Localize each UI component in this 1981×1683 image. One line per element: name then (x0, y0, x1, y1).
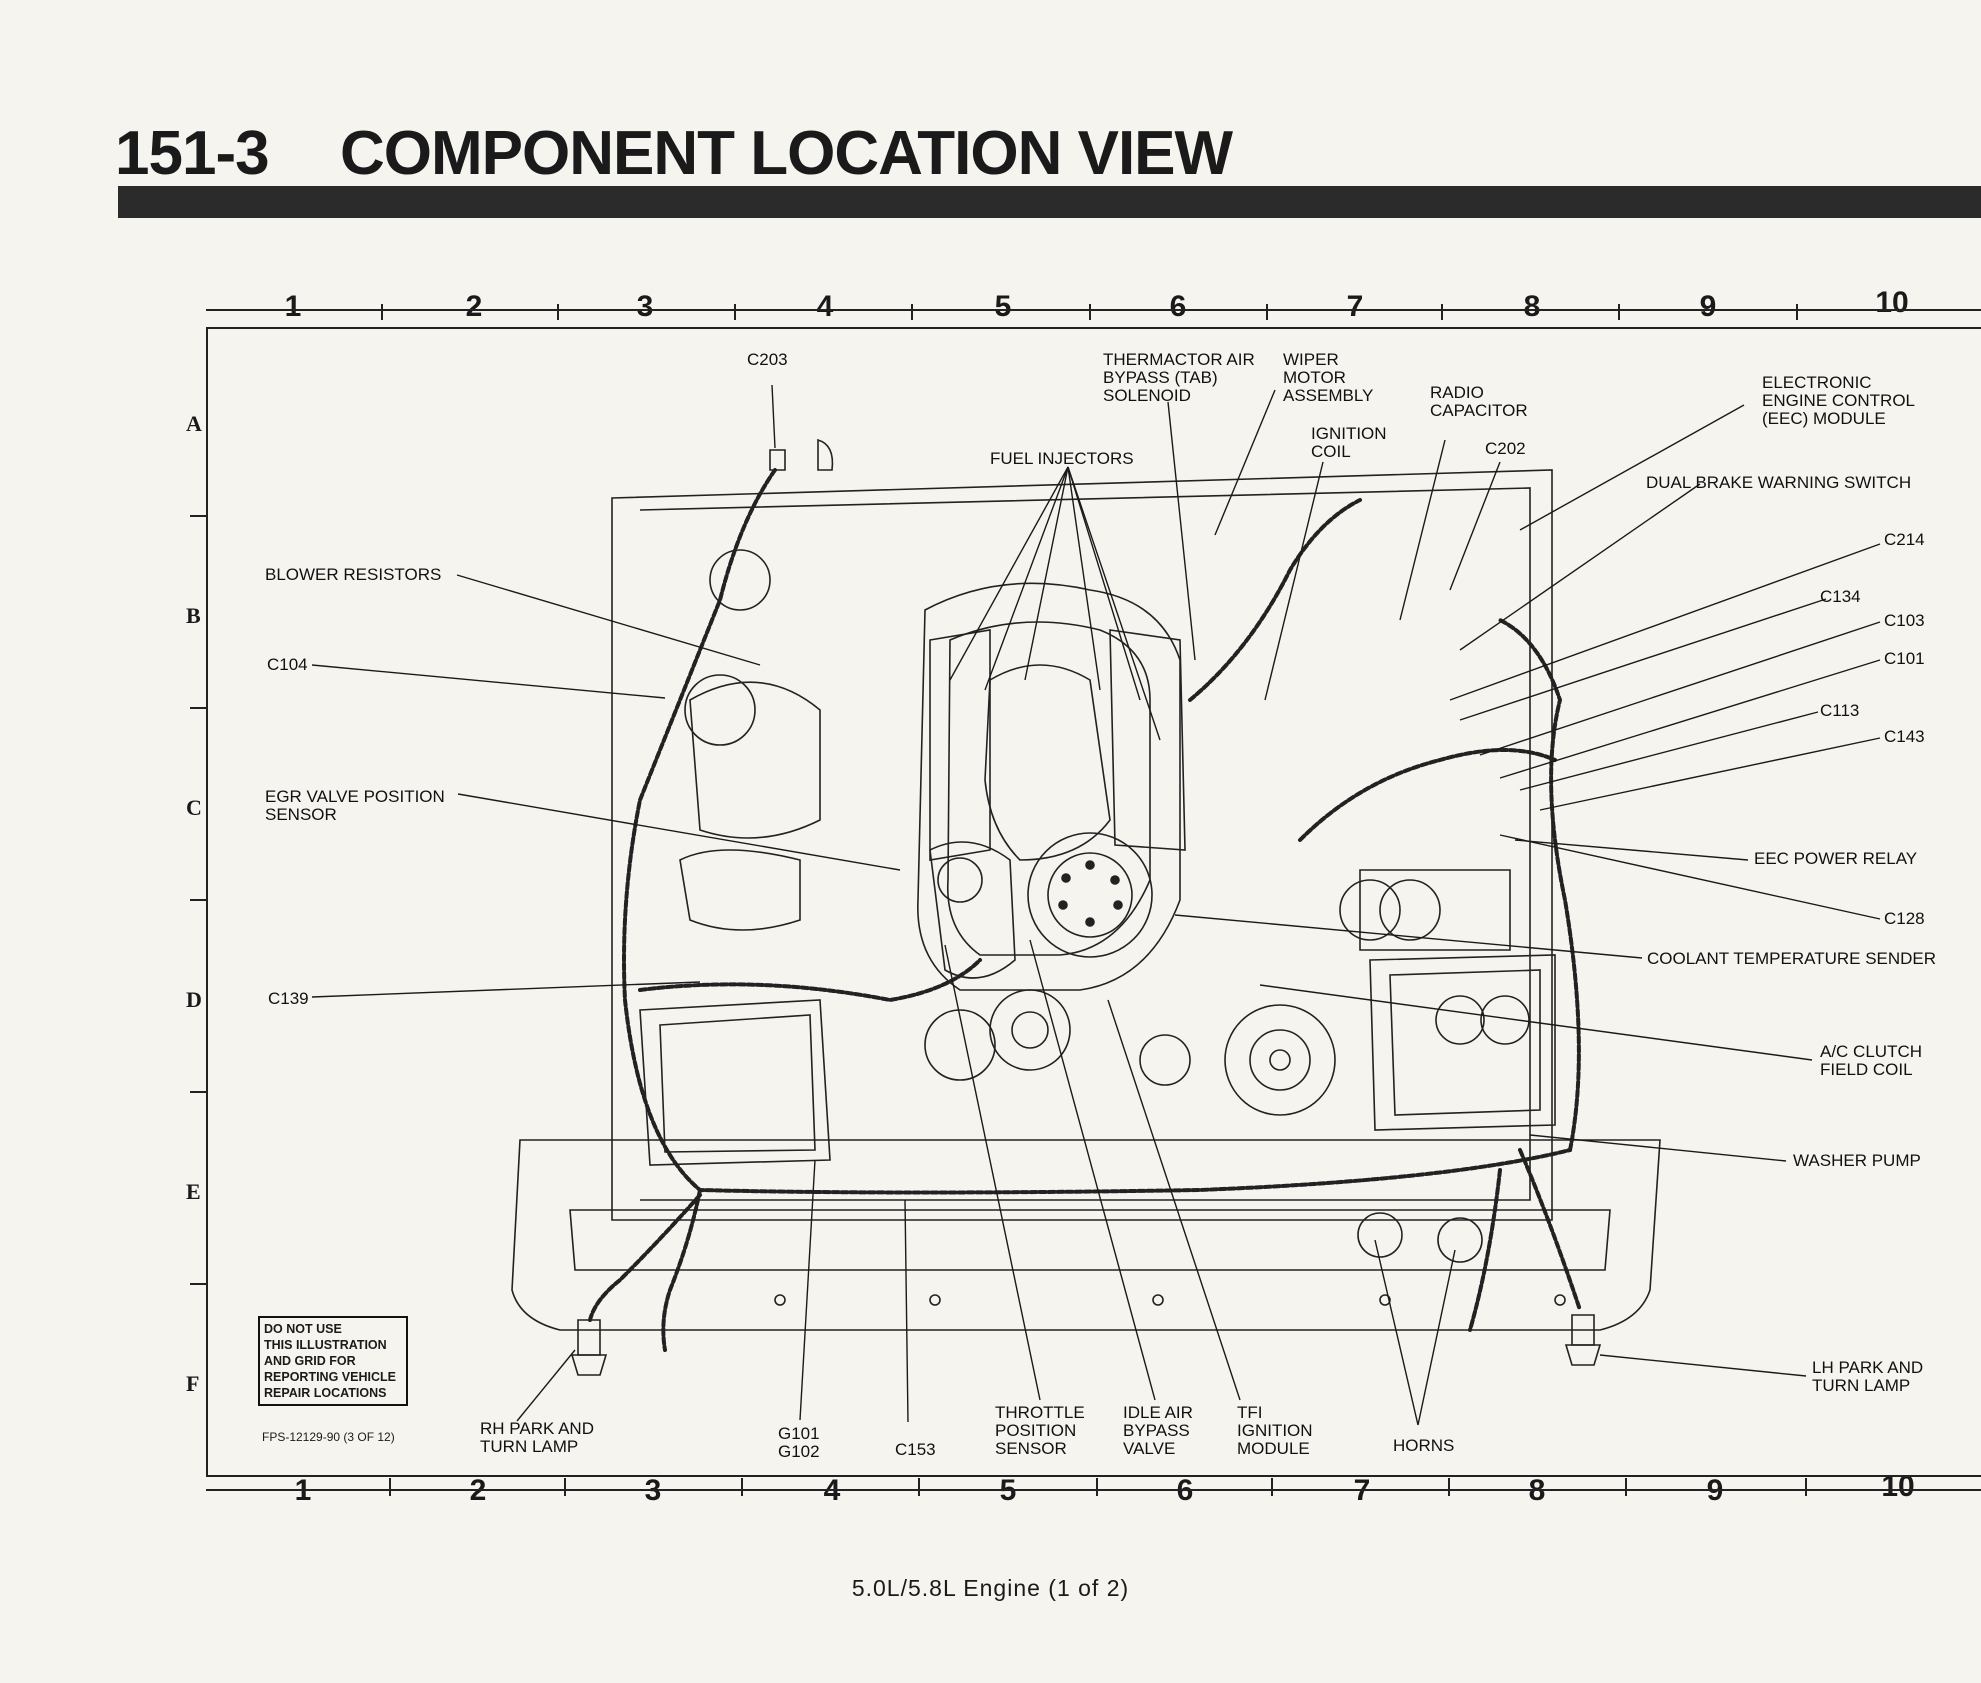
label-thermactor-bypass-solenoid: THERMACTOR AIR BYPASS (TAB) SOLENOID (1103, 350, 1255, 405)
label-ac-clutch-field-coil: A/C CLUTCH FIELD COIL (1820, 1042, 1923, 1079)
label-c128: C128 (1884, 909, 1925, 928)
label-c214: C214 (1884, 530, 1925, 549)
label-c153: C153 (895, 1440, 936, 1459)
grid-column-top-7: 7 (1346, 290, 1364, 323)
grid-column-top-2: 2 (465, 290, 483, 323)
diagram-frame (206, 327, 1981, 1477)
label-c203: C203 (747, 350, 788, 369)
label-idle-air-bypass-valve: IDLE AIR BYPASS VALVE (1123, 1403, 1193, 1458)
grid-column-top-5: 5 (994, 290, 1012, 323)
label-fuel-injectors: FUEL INJECTORS (990, 449, 1134, 468)
label-c103: C103 (1884, 611, 1925, 630)
grid-column-top-8: 8 (1523, 290, 1541, 323)
label-eec-power-relay: EEC POWER RELAY (1754, 849, 1918, 868)
grid-column-top-1: 1 (284, 290, 302, 323)
warning-notice: DO NOT USE THIS ILLUSTRATION AND GRID FO… (258, 1316, 408, 1406)
label-throttle-position-sensor: THROTTLE POSITION SENSOR (995, 1403, 1085, 1458)
grid-column-top-3: 3 (636, 290, 654, 323)
label-egr-valve-position-sensor: EGR VALVE POSITION SENSOR (265, 787, 445, 824)
grid-row-c: C (186, 795, 202, 820)
section-number: 151-3 (115, 119, 270, 188)
label-lh-park-turn-lamp: LH PARK AND TURN LAMP (1812, 1358, 1924, 1395)
grid-row-f: F (186, 1371, 200, 1396)
label-tfi-ignition-module: TFI IGNITION MODULE (1237, 1403, 1313, 1458)
label-washer-pump: WASHER PUMP (1793, 1151, 1921, 1170)
label-c134: C134 (1820, 587, 1861, 606)
label-c139: C139 (268, 989, 309, 1008)
label-eec-module: ELECTRONIC ENGINE CONTROL (EEC) MODULE (1762, 373, 1916, 428)
label-c113: C113 (1820, 701, 1860, 720)
label-dual-brake-warning-switch: DUAL BRAKE WARNING SWITCH (1646, 473, 1912, 492)
label-coolant-temperature-sender: COOLANT TEMPERATURE SENDER (1647, 949, 1937, 968)
grid-column-top-10: 10 (1875, 286, 1909, 319)
label-wiper-motor-assembly: WIPER MOTOR ASSEMBLY (1283, 350, 1374, 405)
grid-row-a: A (186, 411, 202, 436)
grid-column-top-9: 9 (1699, 290, 1717, 323)
label-horns: HORNS (1393, 1436, 1455, 1455)
grid-row-b: B (186, 603, 201, 628)
grid-column-top-4: 4 (816, 290, 834, 323)
figure-id: FPS-12129-90 (3 OF 12) (262, 1430, 395, 1444)
grid-column-top-6: 6 (1169, 290, 1187, 323)
label-ignition-coil: IGNITION COIL (1311, 424, 1387, 461)
label-g101-g102: G101 G102 (778, 1424, 820, 1461)
section-title: COMPONENT LOCATION VIEW (340, 119, 1233, 188)
figure-caption: 5.0L/5.8L Engine (1 of 2) (851, 1575, 1130, 1601)
grid-row-e: E (186, 1179, 201, 1204)
label-radio-capacitor: RADIO CAPACITOR (1430, 383, 1528, 420)
header-rule (118, 186, 1981, 218)
label-blower-resistors: BLOWER RESISTORS (265, 565, 442, 584)
label-rh-park-turn-lamp: RH PARK AND TURN LAMP (480, 1419, 594, 1456)
grid-row-d: D (186, 987, 202, 1012)
label-c104: C104 (267, 655, 308, 674)
label-c202: C202 (1485, 439, 1526, 458)
label-c101: C101 (1884, 649, 1925, 668)
label-c143: C143 (1884, 727, 1925, 746)
